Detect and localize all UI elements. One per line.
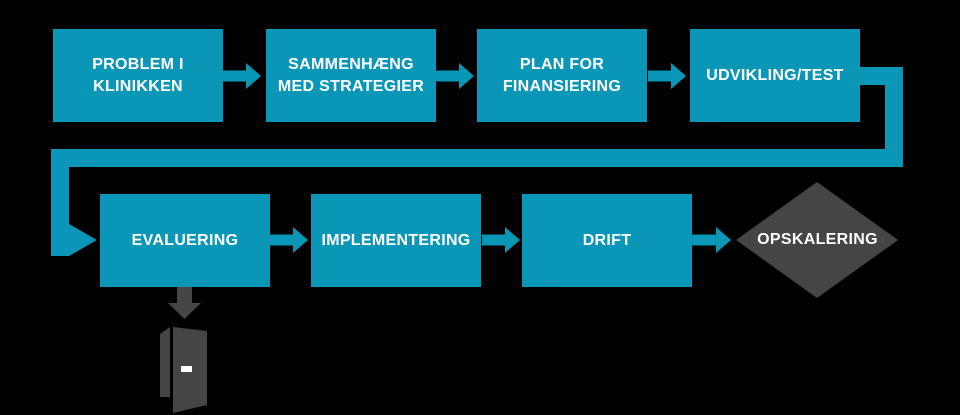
step-label: SAMMENHÆNG MED STRATEGIER xyxy=(277,55,425,95)
arrow-right-icon xyxy=(436,63,474,89)
step-label: PROBLEM I KLINIKKEN xyxy=(92,55,184,95)
arrow-right-icon xyxy=(223,63,261,89)
open-door-icon xyxy=(160,327,207,413)
step-box-udvikling-test: UDVIKLING/TEST xyxy=(690,29,860,122)
step-box-plan-for-finansiering: PLAN FOR FINANSIERING xyxy=(477,29,647,122)
feedback-connector xyxy=(51,67,903,256)
decision-label: OPSKALERING xyxy=(757,231,878,248)
step-label: UDVIKLING/TEST xyxy=(706,66,844,84)
step-box-implementering: IMPLEMENTERING xyxy=(311,194,481,287)
decision-diamond xyxy=(736,182,898,298)
arrow-down-icon xyxy=(168,287,201,319)
step-label: EVALUERING xyxy=(131,231,239,249)
step-label: IMPLEMENTERING xyxy=(321,231,471,249)
arrow-right-icon xyxy=(482,227,520,253)
arrow-right-icon xyxy=(691,227,731,253)
arrow-right-icon xyxy=(270,227,308,253)
step-label: DRIFT xyxy=(582,231,632,249)
door-frame xyxy=(160,327,170,397)
step-box-drift: DRIFT xyxy=(522,194,692,287)
step-box-problem-i-klinikken: PROBLEM I KLINIKKEN xyxy=(53,29,223,122)
door-handle xyxy=(181,366,192,372)
step-label: PLAN FOR FINANSIERING xyxy=(502,55,622,95)
step-box-evaluering: EVALUERING xyxy=(100,194,270,287)
step-box-sammenhaeng-med-strategier: SAMMENHÆNG MED STRATEGIER xyxy=(266,29,436,122)
arrow-right-icon xyxy=(648,63,686,89)
